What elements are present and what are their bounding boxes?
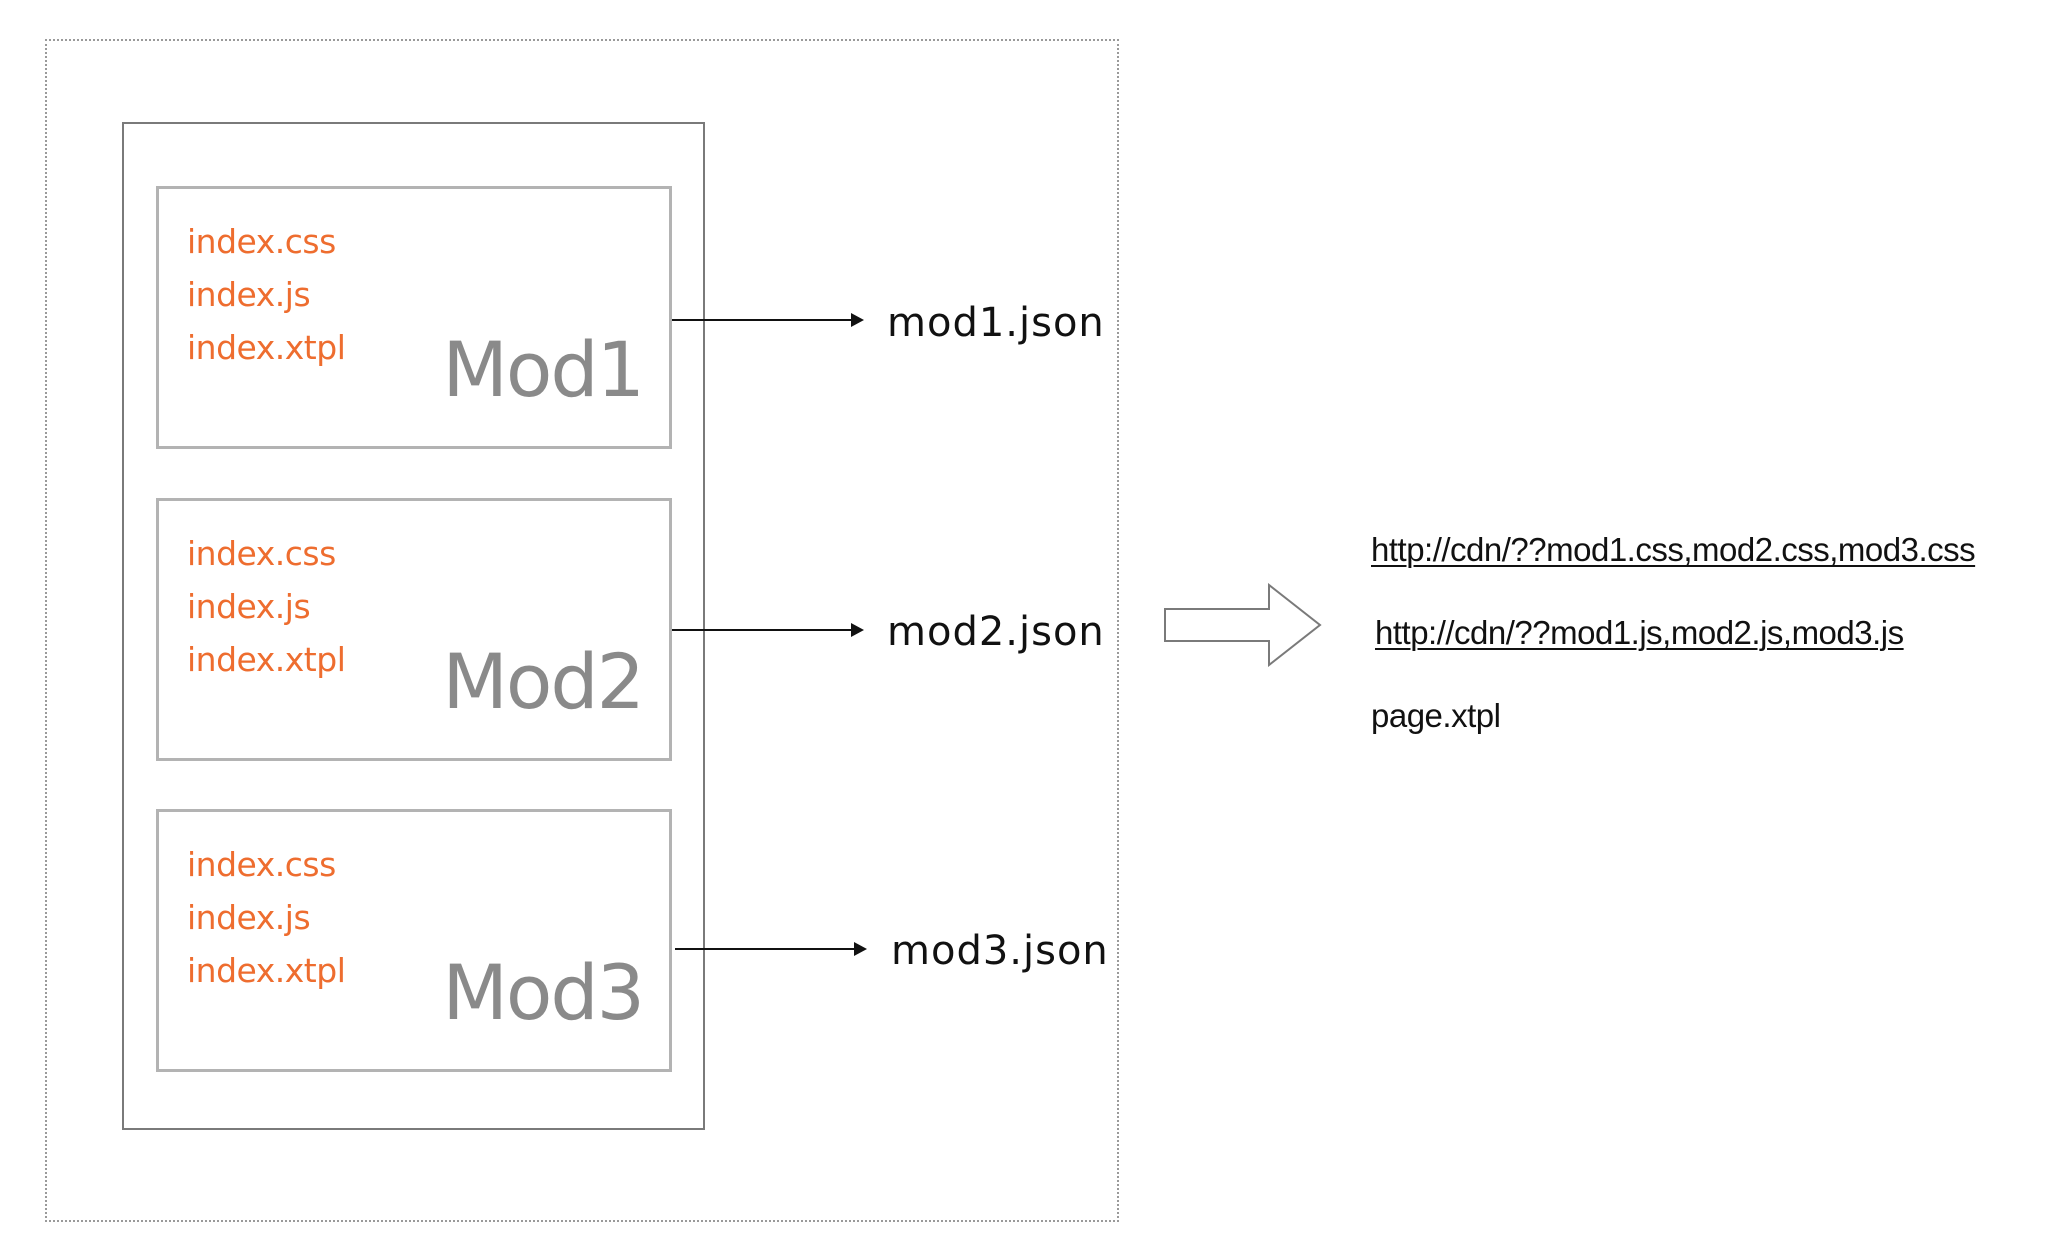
combined-js-url[interactable]: http://cdn/??mod1.js,mod2.js,mod3.js — [1375, 614, 1904, 651]
module-file-js: index.js — [187, 587, 311, 626]
combined-css-url[interactable]: http://cdn/??mod1.css,mod2.css,mod3.css — [1371, 531, 1976, 568]
module-file-list: index.css index.js index.xtpl — [187, 215, 346, 374]
module-file-xtpl: index.xtpl — [187, 328, 346, 367]
build-scope-boundary — [45, 39, 1119, 1222]
module-file-xtpl: index.xtpl — [187, 951, 346, 990]
module-title: Mod3 — [442, 948, 645, 1037]
arrow-right-icon — [672, 623, 864, 637]
arrow-right-icon — [675, 942, 867, 956]
module-box-mod1: index.css index.js index.xtpl Mod1 — [156, 186, 672, 449]
module-file-css: index.css — [187, 534, 336, 573]
json-output-mod2: mod2.json — [887, 609, 1105, 655]
module-box-mod3: index.css index.js index.xtpl Mod3 — [156, 809, 672, 1072]
module-file-list: index.css index.js index.xtpl — [187, 838, 346, 997]
module-file-css: index.css — [187, 222, 336, 261]
module-file-list: index.css index.js index.xtpl — [187, 527, 346, 686]
json-output-mod1: mod1.json — [887, 300, 1105, 346]
module-file-css: index.css — [187, 845, 336, 884]
module-file-js: index.js — [187, 275, 311, 314]
modules-container — [122, 122, 705, 1130]
module-title: Mod2 — [442, 637, 645, 726]
module-title: Mod1 — [442, 325, 645, 414]
arrow-right-icon — [672, 313, 864, 327]
json-output-mod3: mod3.json — [891, 928, 1109, 974]
module-file-xtpl: index.xtpl — [187, 640, 346, 679]
hollow-arrow-right-icon — [1164, 583, 1322, 667]
page-template-file: page.xtpl — [1371, 697, 1501, 734]
module-file-js: index.js — [187, 898, 311, 937]
module-box-mod2: index.css index.js index.xtpl Mod2 — [156, 498, 672, 761]
